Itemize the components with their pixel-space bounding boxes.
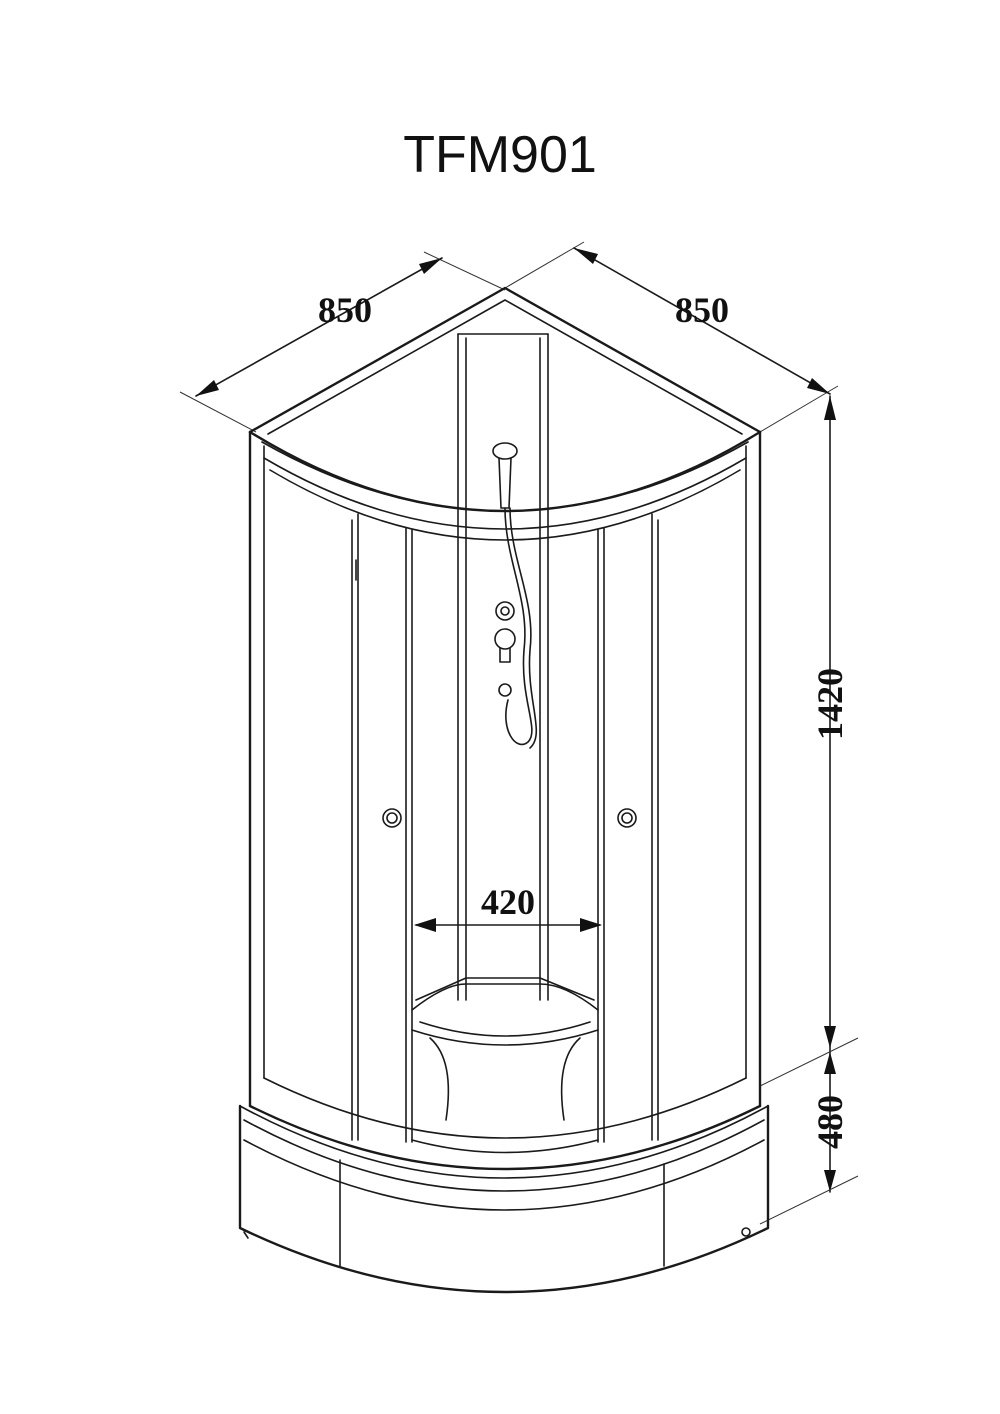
- mixer-upper-knob-center: [500, 606, 510, 616]
- extension-line-left-a: [179, 391, 257, 433]
- dimension-depth-left: 850: [179, 251, 506, 433]
- tray-apron-band: [243, 1139, 765, 1211]
- label-480: 480: [810, 1095, 850, 1149]
- shower-hose-inner: [509, 507, 538, 749]
- arrowhead-right-end: [807, 378, 830, 394]
- top-rail-arc-lower: [269, 469, 741, 541]
- label-850-left: 850: [318, 290, 372, 330]
- left-door-handle-icon: [382, 808, 402, 828]
- extension-line-right-a: [504, 241, 585, 289]
- label-850-right: 850: [675, 290, 729, 330]
- left-fixed-panel: [248, 430, 359, 1141]
- back-wall: [457, 333, 549, 1001]
- roof-inner-edges: [267, 299, 743, 435]
- dimension-line-right: [573, 247, 831, 395]
- tray-top-rim-inner: [243, 1119, 765, 1192]
- roof-back-edges: [248, 286, 762, 434]
- right-door-handle-center: [621, 812, 633, 824]
- arrowhead-opening-left: [414, 918, 436, 932]
- dimension-depth-right: 850: [504, 241, 839, 433]
- seat-back-rim: [415, 977, 595, 1001]
- arrowhead-left-start: [196, 380, 219, 396]
- left-door-handle-center: [386, 812, 398, 824]
- extension-line-tray-bottom: [759, 1175, 859, 1225]
- right-door-handle-icon: [617, 808, 637, 828]
- seat-back-edge: [411, 983, 599, 1011]
- arrowhead-top: [824, 396, 836, 420]
- mixer-spout: [499, 647, 511, 663]
- arrowhead-right-start: [574, 248, 598, 264]
- shower-tray: [238, 1104, 770, 1294]
- seat-left-step: [429, 1037, 450, 1121]
- seat-right-step: [560, 1037, 581, 1121]
- left-sliding-door: [382, 527, 413, 1143]
- extension-line-left-b: [423, 251, 506, 291]
- hand-shower-head-icon: [492, 442, 518, 460]
- bottom-rail: [248, 1077, 762, 1171]
- seat-front-curve-inner: [419, 1021, 591, 1037]
- tray-apron-outline: [238, 1104, 770, 1294]
- tray-top-rim: [239, 1105, 769, 1179]
- right-fixed-panel: [651, 430, 762, 1141]
- arrowhead-mid-up: [824, 1026, 836, 1048]
- tray-drain-screw-icon: [741, 1227, 751, 1237]
- right-sliding-door: [597, 527, 637, 1143]
- mixer-lower-knob-icon: [494, 628, 516, 650]
- arrowhead-bottom: [824, 1170, 836, 1192]
- arrowhead-mid-down: [824, 1052, 836, 1074]
- arrowhead-left-end: [419, 258, 442, 274]
- arrowhead-opening-right: [580, 918, 602, 932]
- hand-shower-handle: [498, 457, 512, 509]
- dimension-door-opening: 420: [414, 882, 602, 932]
- label-1420: 1420: [810, 668, 850, 740]
- dimension-height: 1420 480: [759, 395, 859, 1225]
- mixer-upper-knob-icon: [495, 601, 515, 621]
- tray-seat: [411, 977, 599, 1154]
- dimension-line-left: [195, 257, 443, 397]
- bottom-rail-arc: [248, 1104, 762, 1171]
- extension-line-right-b: [759, 385, 839, 433]
- label-420: 420: [481, 882, 535, 922]
- bottom-rail-arc-inner: [263, 1077, 747, 1139]
- hose-connector-icon: [498, 683, 512, 697]
- top-rail-arc: [263, 457, 747, 530]
- seat-front-curve: [411, 1029, 599, 1046]
- tray-foot-mark: [243, 1231, 249, 1239]
- roof-front-arc-inner: [261, 441, 749, 512]
- shower-fittings: [492, 442, 538, 749]
- shower-hose: [504, 507, 533, 745]
- model-title: TFM901: [403, 126, 597, 184]
- tray-floor-curve: [411, 1139, 599, 1154]
- extension-line-tray-top: [759, 1037, 859, 1087]
